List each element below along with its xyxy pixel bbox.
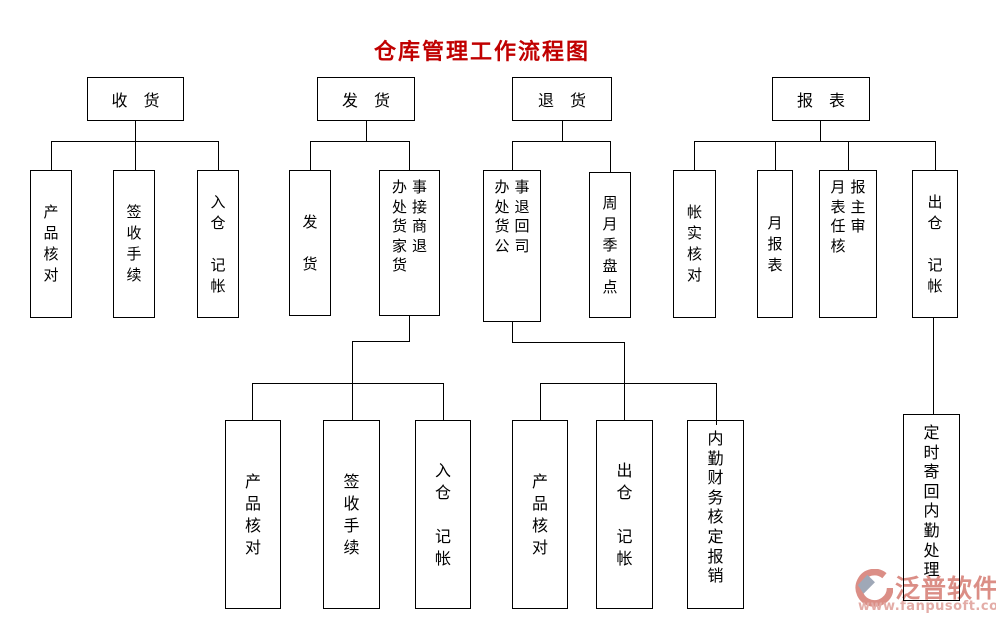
reports-step-monthly-report: 月 报 表 — [757, 170, 793, 318]
fanpu-watermark: 泛普软件 www.fanpusoft.com — [855, 568, 996, 617]
connector-returns-bus — [512, 141, 611, 142]
branch-header-label: 报表 — [796, 91, 861, 110]
connector-reports-bus — [694, 141, 936, 142]
shipping-step-ship: 发 货 — [289, 170, 331, 316]
step-label: 入 仓 记 帐 — [210, 192, 226, 295]
connector-shipping-stub — [409, 141, 410, 170]
connector-shipping-bus — [310, 141, 410, 142]
reports-step-account-verify: 帐 实 核 对 — [673, 170, 716, 318]
step-label: 产 品 核 对 — [43, 203, 59, 284]
step-label: 帐 实 核 对 — [686, 203, 702, 284]
connector-shipping-sub-jog — [352, 341, 410, 342]
returns-step-inventory-count: 周 月 季 盘 点 — [589, 172, 631, 318]
returns-sub-warehouse-out: 出 仓 记 帐 — [596, 420, 653, 609]
connector-shipping-sub-trunk — [352, 341, 353, 383]
receiving-step-warehouse-entry: 入 仓 记 帐 — [197, 170, 239, 318]
connector-shipping-sub-stub — [443, 383, 444, 420]
connector-returns-sub-stub — [624, 383, 625, 420]
receiving-step-product-check: 产 品 核 对 — [30, 170, 72, 318]
branch-header-label: 退货 — [537, 91, 602, 110]
step-label: 办事 处接 货商 家退 货 — [391, 178, 432, 274]
connector-reports-drop — [820, 121, 821, 141]
returns-sub-product-check: 产 品 核 对 — [512, 420, 568, 609]
connector-shipping-sub-stub — [252, 383, 253, 420]
connector-shipping-sub-drop — [409, 316, 410, 341]
step-label: 月报 表主 任审 核 — [830, 178, 871, 255]
step-label: 周 月 季 盘 点 — [602, 193, 618, 296]
connector-returns-sub-trunk — [624, 342, 625, 383]
step-label: 定 时 寄 回 内 勤 处 理 — [923, 423, 940, 580]
shipping-sub-sign-procedure: 签 收 手 续 — [323, 420, 380, 609]
returns-step-office-return-company: 办事 处退 货回 公司 — [483, 170, 541, 322]
connector-shipping-sub-bus — [252, 383, 444, 384]
branch-header-label: 发货 — [341, 91, 406, 110]
shipping-sub-warehouse-entry: 入 仓 记 帐 — [415, 420, 471, 609]
watermark-brand-text: 泛普软件 — [895, 574, 996, 603]
shipping-step-office-returns: 办事 处接 货商 家退 货 — [379, 170, 440, 316]
connector-returns-sub-stub — [540, 383, 541, 420]
connector-reports-stub — [775, 141, 776, 170]
step-label: 月 报 表 — [767, 213, 783, 274]
connector-reports-sub-drop — [933, 318, 934, 414]
step-label: 产 品 核 对 — [244, 471, 261, 557]
step-label: 产 品 核 对 — [531, 471, 548, 557]
step-label: 内 勤 财 务 核 定 报 销 — [707, 429, 724, 586]
step-label: 签 收 手 续 — [126, 203, 142, 284]
connector-returns-drop — [562, 121, 563, 141]
connector-returns-stub — [512, 141, 513, 170]
connector-shipping-sub-stub — [352, 383, 353, 420]
connector-receiving-stub — [51, 141, 52, 170]
branch-header-receiving: 收货 — [87, 77, 184, 121]
branch-header-shipping: 发货 — [317, 77, 415, 121]
step-label: 入 仓 记 帐 — [434, 460, 451, 568]
connector-reports-stub — [694, 141, 695, 170]
connector-returns-sub-jog — [512, 342, 625, 343]
reports-sub-mail-back: 定 时 寄 回 内 勤 处 理 — [903, 414, 960, 601]
step-label: 办事 处退 货回 公司 — [494, 178, 535, 255]
connector-shipping-stub — [310, 141, 311, 170]
receiving-step-sign-procedure: 签 收 手 续 — [113, 170, 155, 318]
connector-reports-stub — [935, 141, 936, 170]
branch-header-returns: 退货 — [512, 77, 612, 121]
step-label: 签 收 手 续 — [343, 471, 360, 557]
branch-header-reports: 报表 — [772, 77, 870, 121]
connector-reports-stub — [848, 141, 849, 170]
watermark-url-text: www.fanpusoft.com — [858, 599, 996, 614]
connector-receiving-drop — [135, 121, 136, 141]
connector-returns-stub — [610, 141, 611, 172]
connector-returns-sub-drop — [512, 322, 513, 342]
reports-step-warehouse-out: 出 仓 记 帐 — [912, 170, 958, 318]
page-title: 仓库管理工作流程图 — [374, 40, 591, 65]
branch-header-label: 收货 — [111, 91, 176, 110]
connector-receiving-stub — [135, 141, 136, 170]
connector-receiving-stub — [218, 141, 219, 170]
step-label: 出 仓 记 帐 — [616, 460, 633, 568]
returns-sub-finance-approval: 内 勤 财 务 核 定 报 销 — [687, 420, 744, 609]
step-label: 发 货 — [302, 212, 318, 273]
connector-returns-sub-bus — [540, 383, 717, 384]
fanpu-logo-icon — [855, 569, 893, 607]
step-label: 出 仓 记 帐 — [927, 192, 943, 295]
connector-returns-sub-stub — [716, 383, 717, 425]
connector-shipping-drop — [366, 121, 367, 141]
shipping-sub-product-check: 产 品 核 对 — [225, 420, 281, 609]
reports-step-director-review: 月报 表主 任审 核 — [819, 170, 877, 318]
